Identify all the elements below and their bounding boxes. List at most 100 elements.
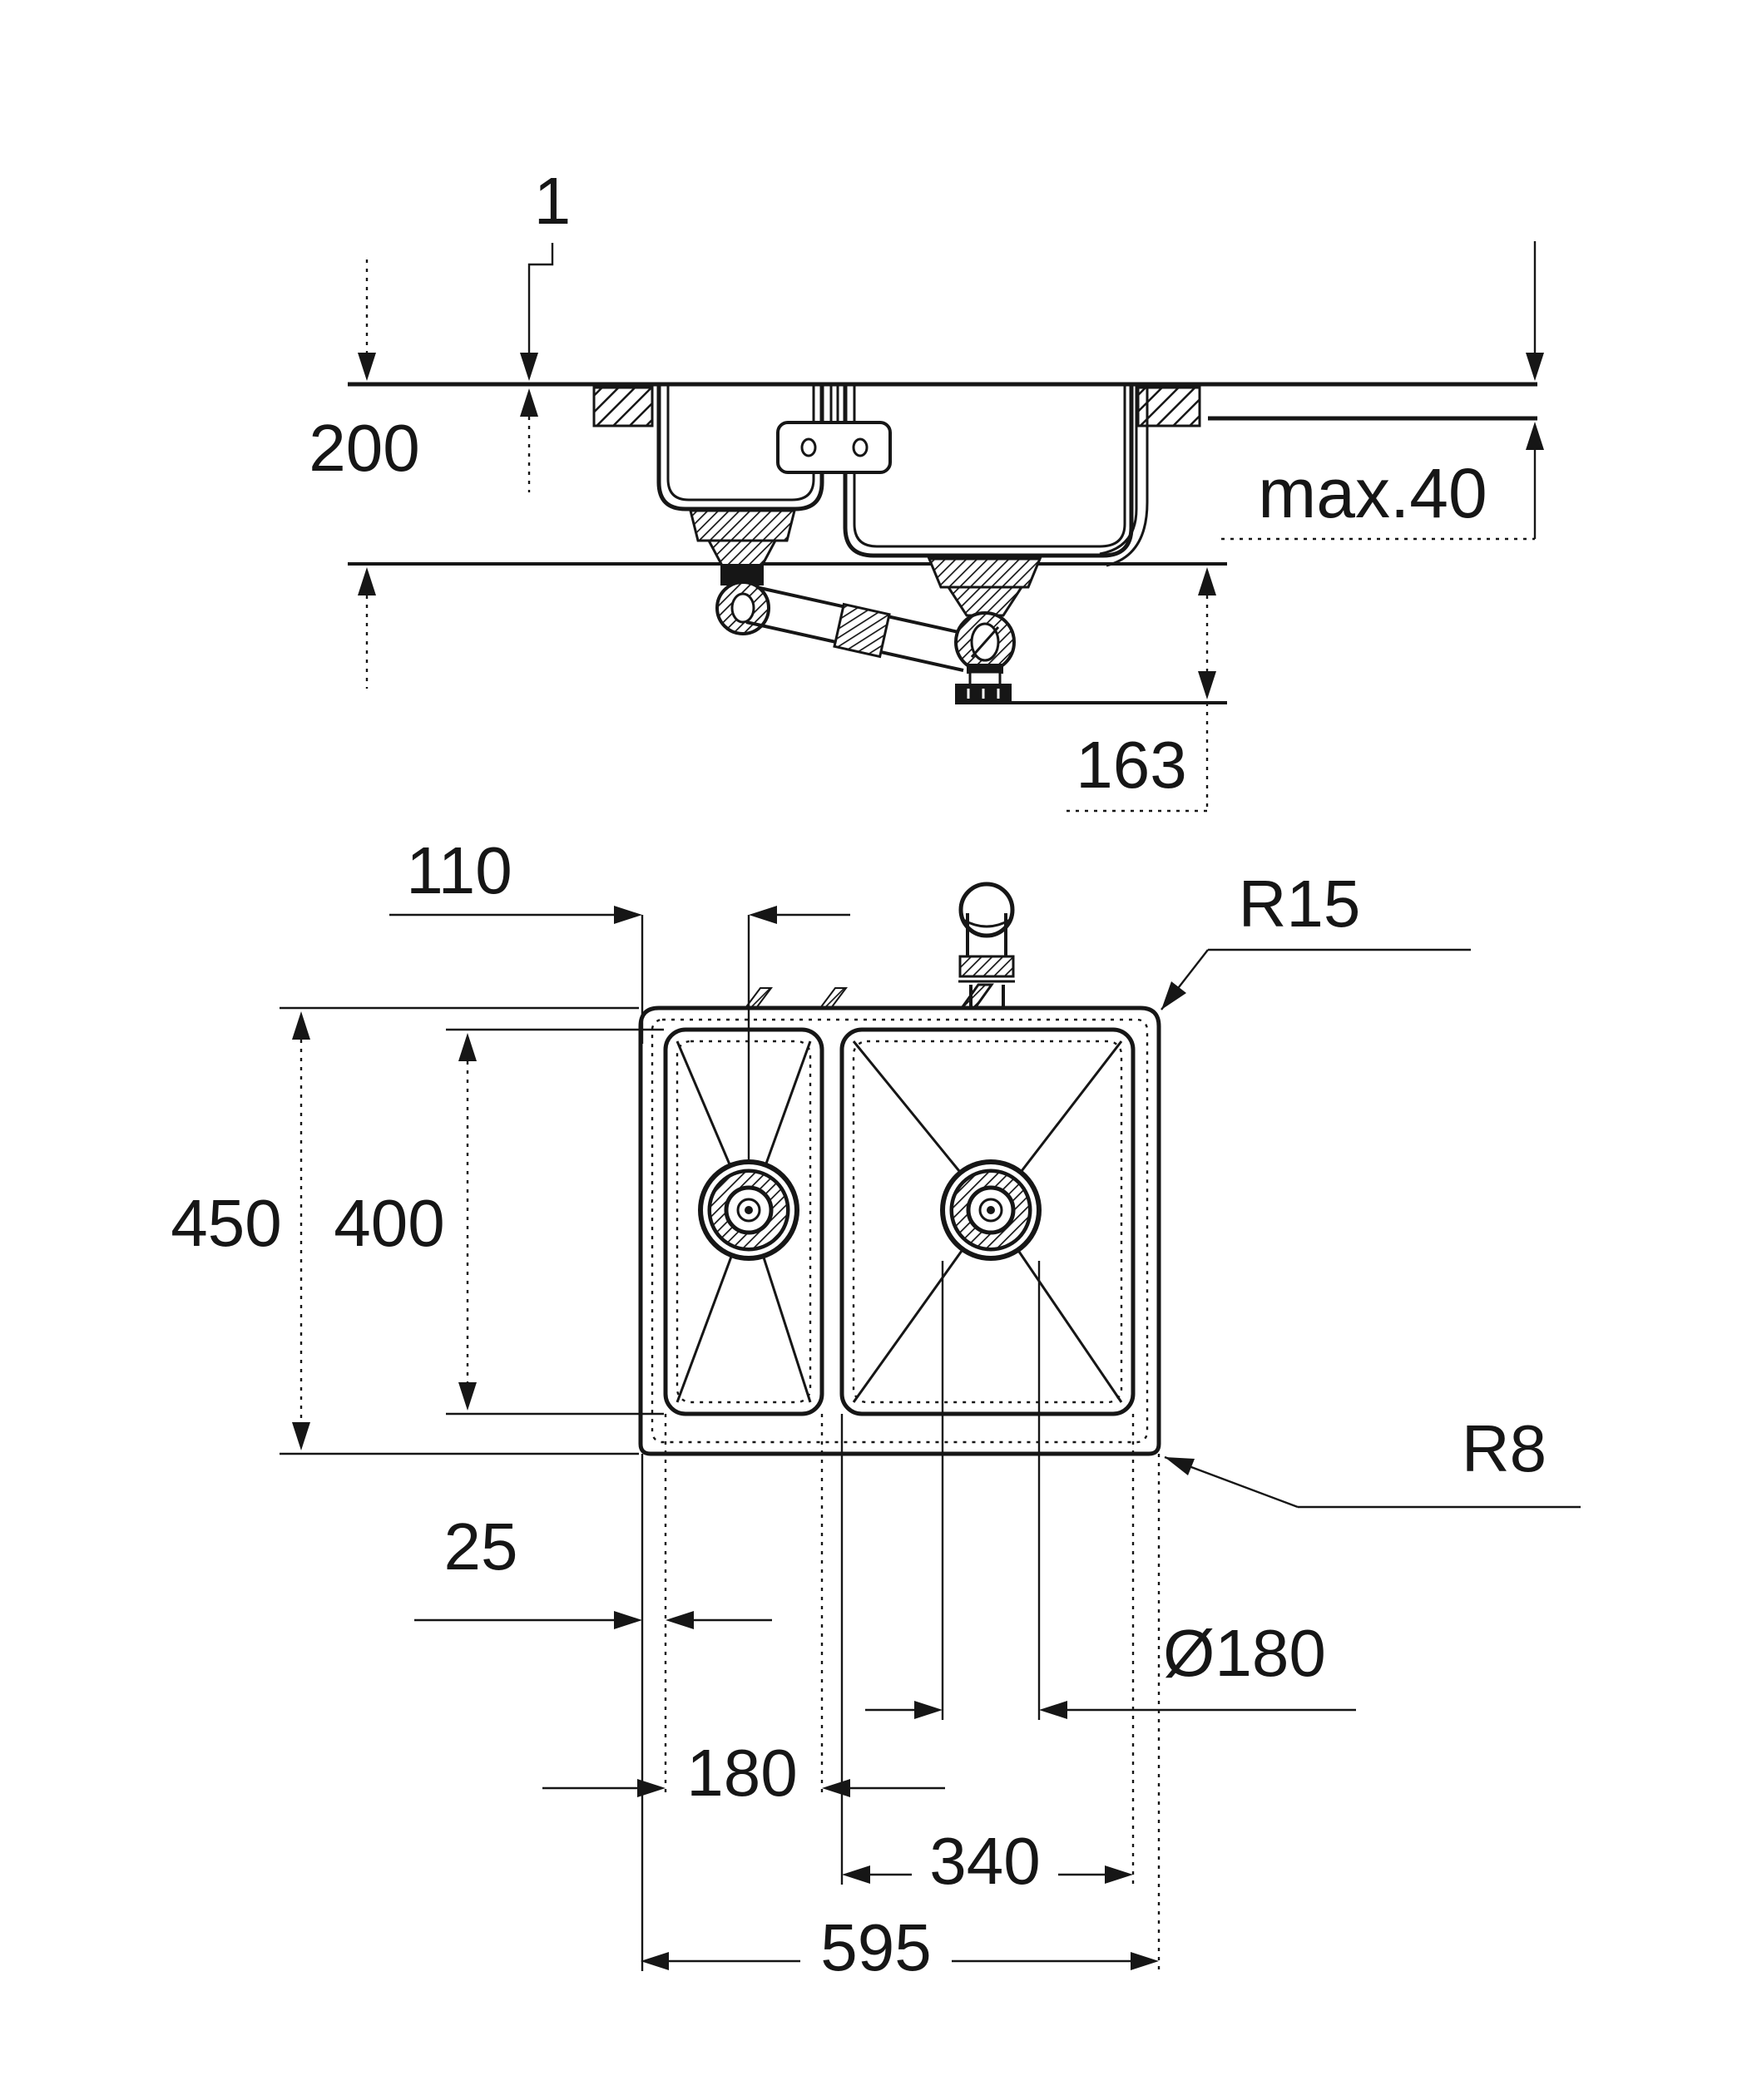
left-drain-plan: [698, 915, 799, 1261]
outlet-neck: [968, 670, 1002, 687]
left-bowl-crease-tr: [765, 1040, 812, 1164]
overflow-pipe-outline-1: [1099, 384, 1138, 556]
arrow-left-icon: [641, 1952, 669, 1970]
dim-label-1: 1: [534, 164, 572, 238]
sink-rim-inner-dotted: [651, 1018, 1149, 1444]
arrow-up-icon: [358, 567, 376, 595]
left-drain-assembly: [689, 509, 974, 672]
dim-left-bowl-width: 180: [542, 1736, 945, 1810]
vent-pipe-base-hatch: [959, 983, 994, 1010]
arrow-left-icon: [822, 1779, 850, 1797]
right-drain-ring-4: [978, 1198, 1003, 1223]
arrow-right-icon: [1131, 1952, 1159, 1970]
left-bowl-plan: [663, 1027, 824, 1416]
dim-label-163: 163: [1076, 728, 1186, 802]
dim-label-180: 180: [686, 1736, 797, 1810]
right-bowl-crease-tr: [1020, 1040, 1123, 1172]
counter-cut-hatch-left: [592, 386, 654, 427]
clamp-hole-right: [852, 437, 869, 457]
countertop-section: [348, 382, 1537, 427]
vent-pipe-collar: [958, 955, 1015, 978]
arrow-up-icon: [292, 1011, 310, 1040]
deck-gasket-hatch-1: [819, 987, 848, 1009]
right-drain-ring-2: [949, 1169, 1032, 1252]
right-bowl-inner-edge: [852, 1040, 1123, 1404]
left-drain-outer-ring: [698, 1159, 799, 1261]
arrow-leader-icon: [1165, 1457, 1195, 1475]
right-bowl-crease-br: [1017, 1251, 1123, 1403]
arrow-right-icon: [1105, 1865, 1133, 1884]
dim-label-340: 340: [929, 1824, 1040, 1898]
arrow-down-icon: [1198, 671, 1216, 699]
dim-label-max40: max.40: [1258, 454, 1487, 532]
pipe-coupling: [833, 602, 891, 659]
left-drain-ring-2: [707, 1169, 790, 1252]
dim-bowl-depth: 200: [309, 259, 420, 689]
dim-label-r8: R8: [1462, 1411, 1547, 1485]
right-bowl-crease-bl: [852, 1250, 963, 1403]
dim-drain-from-left: 110: [389, 833, 850, 1044]
arrow-right-icon: [637, 1779, 666, 1797]
dim-label-25: 25: [444, 1510, 518, 1584]
dim-label-110: 110: [406, 833, 512, 907]
dim-countertop-thickness: max.40: [1221, 241, 1544, 541]
left-drain-funnel: [706, 539, 778, 567]
plan-view: 110 450 400 R15: [171, 833, 1581, 1984]
left-bowl-inner-wall: [666, 384, 815, 502]
callout-top-corner-radius: R15: [1161, 867, 1471, 1010]
trap-elbow-center: [730, 592, 755, 624]
clamp-bracket: [776, 421, 892, 474]
arrow-down-icon: [458, 1382, 477, 1411]
arrow-up-icon: [520, 388, 538, 417]
right-bowl-cutout: [839, 1027, 1136, 1416]
left-drain-ring-4: [736, 1198, 761, 1223]
left-bowl-cutout: [663, 1027, 824, 1416]
arrow-down-icon: [358, 353, 376, 381]
arrow-up-icon: [458, 1033, 477, 1061]
left-strainer-hatch: [689, 509, 796, 542]
arrow-down-icon: [520, 353, 538, 381]
arrow-right-icon: [614, 1611, 642, 1629]
right-bowl-outer-wall: [843, 384, 1134, 558]
arrow-left-icon: [666, 1611, 694, 1629]
pipe-coupling-hatch: [833, 602, 891, 659]
arrow-left-icon: [842, 1865, 870, 1884]
arrow-up-icon: [1198, 567, 1216, 595]
dim-overall-width: 595: [641, 1910, 1159, 1984]
right-drain-outer-ring: [940, 1159, 1042, 1261]
arrow-down-icon: [1526, 353, 1544, 381]
extension-lines: [641, 1261, 1161, 1971]
arrow-right-icon: [614, 906, 642, 924]
valve-screw-slot: [970, 626, 1000, 658]
dim-drain-clearance: 163: [1067, 567, 1216, 813]
callout-bottom-corner-radius: R8: [1164, 1411, 1581, 1509]
clamp-hole-left: [800, 437, 817, 457]
right-bowl-plan: [839, 1027, 1136, 1416]
dim-edge-to-bowl: 25: [414, 1510, 772, 1629]
dim-right-bowl-width: 340: [842, 1824, 1133, 1898]
arrow-leader-icon: [1161, 981, 1186, 1010]
dim-1-leader: [527, 243, 554, 353]
dim-label-595: 595: [820, 1910, 931, 1984]
dim-label-200: 200: [309, 411, 419, 485]
right-drain-center-dot: [987, 1206, 995, 1214]
arrow-right-icon: [914, 1701, 943, 1719]
left-bowl-outer-wall: [656, 384, 824, 511]
right-strainer-hatch: [927, 557, 1042, 589]
dim-bowl-cutout-depth: 400: [334, 1028, 664, 1416]
right-drain-plan: [940, 1159, 1042, 1261]
section-view: 1 200 max.40 16: [309, 164, 1544, 813]
dim-label-d180: Ø180: [1163, 1616, 1326, 1690]
vent-pipe-cap: [958, 882, 1015, 938]
dim-rim-to-counter: 1: [520, 164, 571, 492]
right-drain-funnel: [946, 586, 1024, 617]
dim-label-450: 450: [171, 1186, 281, 1260]
mounting-clamp: [776, 384, 892, 474]
left-bowl-inner-edge: [676, 1040, 812, 1404]
dim-drain-diameter: Ø180: [865, 1616, 1356, 1719]
arrow-down-icon: [292, 1422, 310, 1450]
arrow-left-icon: [1039, 1701, 1067, 1719]
right-drain-assembly: [927, 557, 1042, 703]
right-bowl-crease-tl: [852, 1040, 961, 1172]
